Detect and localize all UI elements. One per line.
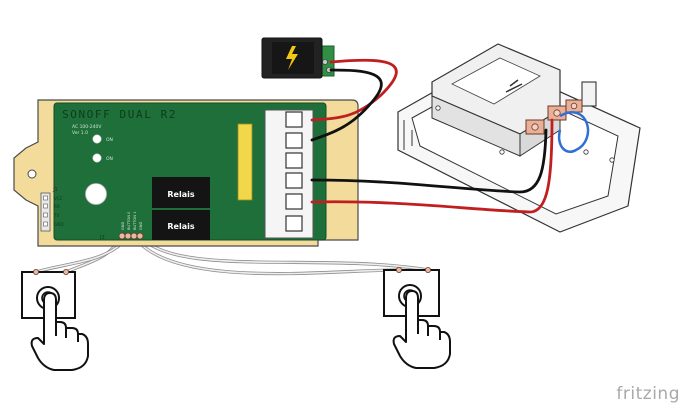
- power-wires: [310, 58, 554, 214]
- fritzing-watermark: fritzing: [616, 384, 680, 404]
- wire-load-neutral: [310, 128, 548, 194]
- relay-2: [152, 210, 210, 240]
- relay-2-label: Relais: [167, 222, 194, 231]
- pin-vcc-label: VCC: [54, 196, 63, 201]
- pin-tx-label: TX: [53, 213, 60, 218]
- wire-dc-positive: [310, 58, 398, 122]
- wire-dc-negative: [310, 68, 383, 142]
- pointing-hand-icon: [30, 292, 89, 371]
- mounting-hole: [27, 169, 37, 179]
- push-button-left: [21, 268, 89, 371]
- status-led-1: [92, 134, 102, 144]
- module-terminals: [525, 99, 583, 135]
- relay-1-label: Relais: [167, 190, 194, 199]
- wire-load-live: [310, 118, 554, 214]
- button-header: J3 GND BUTTON 0 BUTTON 1 GND: [99, 211, 144, 241]
- pairing-button: [85, 183, 107, 205]
- blue-jumper-wire: [557, 111, 590, 153]
- pin-label-button1: BUTTON 1: [133, 212, 137, 230]
- sonoff-board: SONOFF DUAL R2 AC 100-240V Ver 1.0 ON ON…: [13, 99, 359, 247]
- terminal-block: [264, 109, 314, 239]
- status-led-2: [92, 153, 102, 163]
- pin-rx-label: RX: [54, 204, 60, 209]
- pin-label-gnd-a: GND: [121, 222, 125, 230]
- board-title: SONOFF DUAL R2: [62, 108, 177, 121]
- pin-label-button0: BUTTON 0: [127, 211, 131, 230]
- pin-label-gnd-b: GND: [139, 222, 143, 230]
- pointing-hand-icon: [392, 290, 451, 369]
- serial-header: J1 VCC RX TX GND: [40, 187, 64, 232]
- relay-1: [152, 177, 210, 208]
- serial-header-ref: J1: [52, 187, 58, 193]
- led-label-1: ON: [106, 137, 113, 143]
- capacitor: [237, 123, 253, 201]
- dc-power-jack: [261, 37, 335, 79]
- board-spec-2: Ver 1.0: [72, 130, 88, 136]
- pin-gnd-label: GND: [54, 222, 64, 227]
- board-spec-1: AC 100-240V: [72, 124, 102, 130]
- lightning-icon: [286, 46, 298, 70]
- button-header-ref: J3: [99, 235, 105, 241]
- wall-switch-module: [397, 43, 641, 233]
- push-button-right: [383, 266, 451, 369]
- led-label-2: ON: [106, 156, 113, 162]
